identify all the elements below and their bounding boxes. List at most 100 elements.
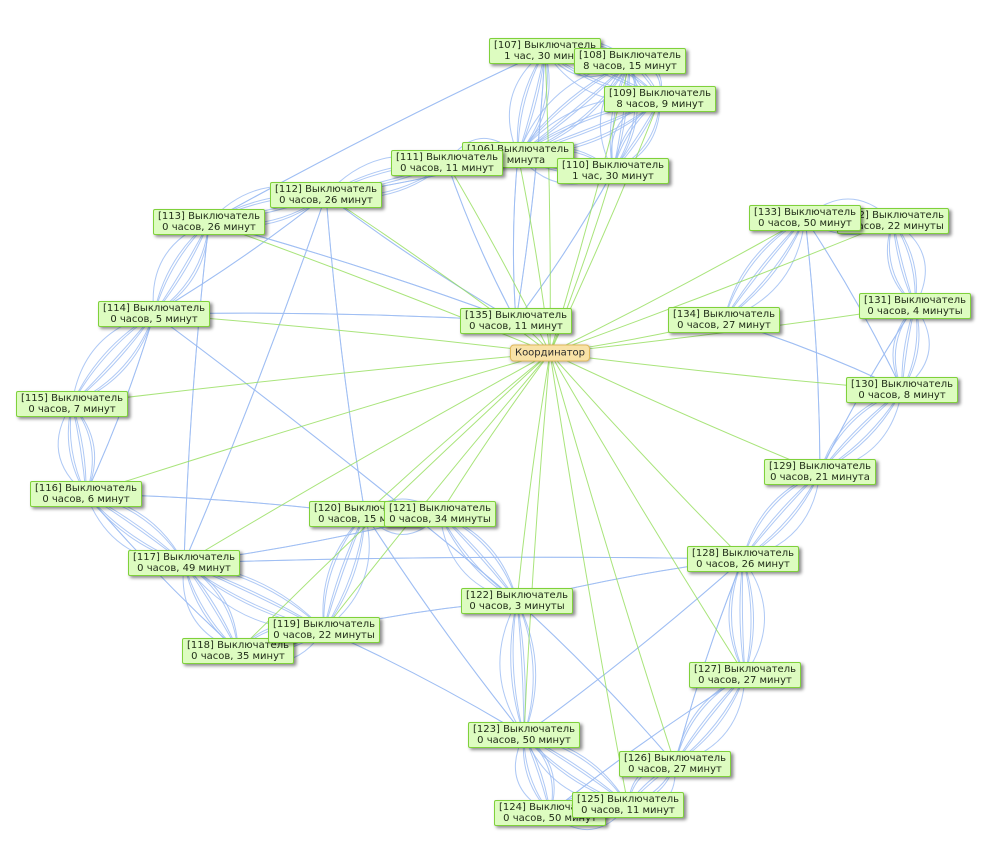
mesh-edge-133-129 bbox=[802, 217, 821, 473]
mesh-edge-122-123 bbox=[499, 600, 525, 736]
mesh-edge-122-123 bbox=[510, 600, 526, 736]
switch-node-label: [106] Выключатель bbox=[467, 144, 569, 155]
switch-node-label: [123] Выключатель bbox=[473, 724, 575, 735]
coordinator-edge-128 bbox=[549, 352, 744, 560]
coordinator-edge-117 bbox=[183, 352, 551, 564]
coordinator-edge-113 bbox=[208, 221, 551, 354]
switch-node-uptime: 1 час, 30 минут bbox=[572, 171, 654, 182]
switch-node-label: [115] Выключатель bbox=[21, 393, 123, 404]
switch-node-uptime: 8 часов, 9 минут bbox=[616, 99, 704, 110]
mesh-edge-117-113 bbox=[181, 221, 210, 564]
switch-node-uptime: 0 часов, 21 минута bbox=[770, 472, 870, 483]
coordinator-label: Координатор bbox=[514, 347, 586, 359]
coordinator-edge-125 bbox=[549, 352, 630, 806]
switch-node-uptime: 0 часов, 26 минут bbox=[279, 195, 373, 206]
mesh-edge-135-111 bbox=[446, 162, 517, 322]
switch-node-uptime: 0 часов, 50 минут bbox=[477, 735, 571, 746]
switch-node-label: [126] Выключатель bbox=[624, 753, 726, 764]
mesh-edge-122-123 bbox=[516, 600, 534, 736]
mesh-edge-119-120 bbox=[323, 513, 366, 631]
coordinator-edge-119 bbox=[323, 352, 551, 631]
switch-node-label: [122] Выключатель bbox=[466, 590, 568, 601]
mesh-edge-119-120 bbox=[323, 513, 366, 631]
switch-node-uptime: 8 часов, 15 минут bbox=[583, 61, 677, 72]
switch-node-uptime: 0 часов, 7 минут bbox=[28, 404, 116, 415]
switch-node-uptime: 0 часов, 27 минут bbox=[698, 675, 792, 686]
switch-node-uptime: 0 часов, 6 минут bbox=[42, 494, 130, 505]
switch-node-label: [127] Выключатель bbox=[694, 664, 796, 675]
switch-node-label: [112] Выключатель bbox=[275, 184, 377, 195]
switch-node-uptime: 0 часов, 11 минут bbox=[581, 805, 675, 816]
switch-node-uptime: 0 часов, 26 минут bbox=[696, 559, 790, 570]
coordinator-edge-127 bbox=[549, 352, 746, 676]
switch-node-uptime: 0 часов, 49 минут bbox=[137, 563, 231, 574]
switch-node-label: [113] Выключатель bbox=[158, 211, 260, 222]
switch-node-uptime: 0 часов, 27 минут bbox=[628, 764, 722, 775]
mesh-edge-135-112 bbox=[325, 194, 517, 322]
switch-node-uptime: 0 часов, 27 минут bbox=[677, 320, 771, 331]
switch-node-label: [111] Выключатель bbox=[396, 152, 498, 163]
switch-node-uptime: 0 часов, 5 минут bbox=[110, 314, 198, 325]
mesh-edge-113-107 bbox=[208, 50, 546, 223]
mesh-edge-117-128 bbox=[183, 556, 744, 566]
mesh-edge-112-117 bbox=[183, 194, 328, 564]
mesh-edge-134-133 bbox=[723, 217, 806, 321]
switch-node-label: [124] Выключатель bbox=[499, 802, 601, 813]
coordinator-edge-133 bbox=[549, 217, 806, 354]
mesh-edge-119-120 bbox=[322, 513, 366, 631]
switch-node-label: [134] Выключатель bbox=[673, 309, 775, 320]
mesh-edge-134-133 bbox=[723, 217, 806, 321]
mesh-edge-126-128 bbox=[673, 558, 744, 765]
mesh-edge-122-123 bbox=[512, 600, 525, 736]
mesh-edge-134-133 bbox=[723, 217, 806, 321]
mesh-edge-128-123 bbox=[523, 558, 744, 736]
switch-node-uptime: 0 часов, 50 минут bbox=[758, 218, 852, 229]
switch-node-label: [110] Выключатель bbox=[562, 160, 664, 171]
mesh-edge-135-106 bbox=[512, 154, 519, 322]
switch-node-label: [132] Выключатель bbox=[842, 210, 944, 221]
mesh-edge-134-133 bbox=[722, 217, 806, 321]
coordinator-edge-115 bbox=[71, 352, 551, 407]
switch-node-uptime: 0 часов, 3 минуты bbox=[469, 601, 565, 612]
mesh-edge-119-120 bbox=[323, 513, 368, 631]
coordinator-node[interactable]: Координатор bbox=[509, 344, 591, 362]
mesh-edge-120-112 bbox=[325, 194, 368, 515]
switch-node-uptime: 0 часов, 11 минут bbox=[469, 321, 563, 332]
switch-node-label: [120] Выключатель bbox=[314, 503, 416, 514]
switch-node-label: [130] Выключатель bbox=[851, 379, 953, 390]
switch-node-uptime: 0 часов, 22 минуты bbox=[842, 221, 944, 232]
switch-node-uptime: 0 часов, 8 минут bbox=[858, 390, 946, 401]
mesh-edge-120-112 bbox=[323, 194, 366, 515]
coordinator-edge-120 bbox=[364, 352, 551, 515]
switch-node-uptime: 0 часов, 4 минуты bbox=[867, 306, 963, 317]
coordinator-edge-126 bbox=[549, 352, 677, 765]
mesh-edge-119-123 bbox=[323, 629, 525, 736]
mesh-edge-134-133 bbox=[723, 217, 808, 321]
switch-node-label: [129] Выключатель bbox=[769, 461, 871, 472]
switch-node-uptime: 0 часов, 11 минут bbox=[400, 163, 494, 174]
